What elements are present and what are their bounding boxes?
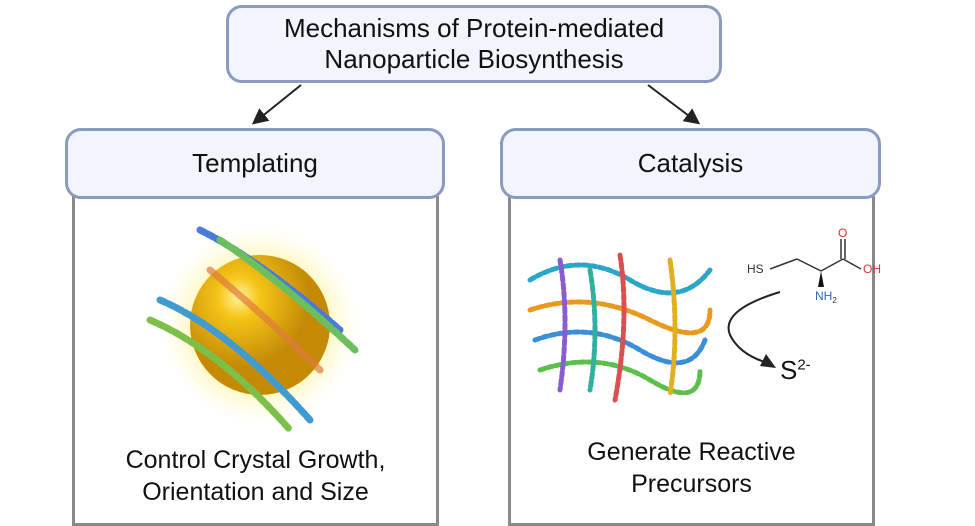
oh-label: OH [863,262,881,276]
catalysis-header: Catalysis [500,128,881,199]
svg-text:NH2: NH2 [815,289,837,305]
arrow-to-catalysis [647,84,701,125]
catalysis-caption: Generate Reactive Precursors [508,436,875,500]
cysteine-molecule: HS O OH NH2 [747,226,881,305]
caption-line1: Generate Reactive [587,438,796,466]
title-line1: Mechanisms of Protein-mediated [283,13,665,43]
nh2-subscript: 2 [832,296,837,305]
caption-line2: Orientation and Size [142,478,369,506]
arrow-to-templating [251,84,302,125]
product-charge: 2- [797,356,811,374]
templating-label: Templating [192,148,318,178]
caption-line1: Control Crystal Growth, [125,446,386,474]
enzyme-structure-illustration [527,252,713,403]
templating-caption: Control Crystal Growth, Orientation and … [72,444,439,508]
title-line2: Nanoparticle Biosynthesis [324,44,624,74]
catalysis-label: Catalysis [637,148,744,178]
sulfide-product: S2- [780,355,811,386]
templating-header: Templating [65,128,445,199]
nanoparticle-illustration [146,225,360,434]
caption-line2: Precursors [631,470,752,498]
nh2-label: NH [815,289,832,303]
o-label: O [838,226,847,240]
product-symbol: S [780,355,798,385]
hs-label: HS [747,262,764,276]
